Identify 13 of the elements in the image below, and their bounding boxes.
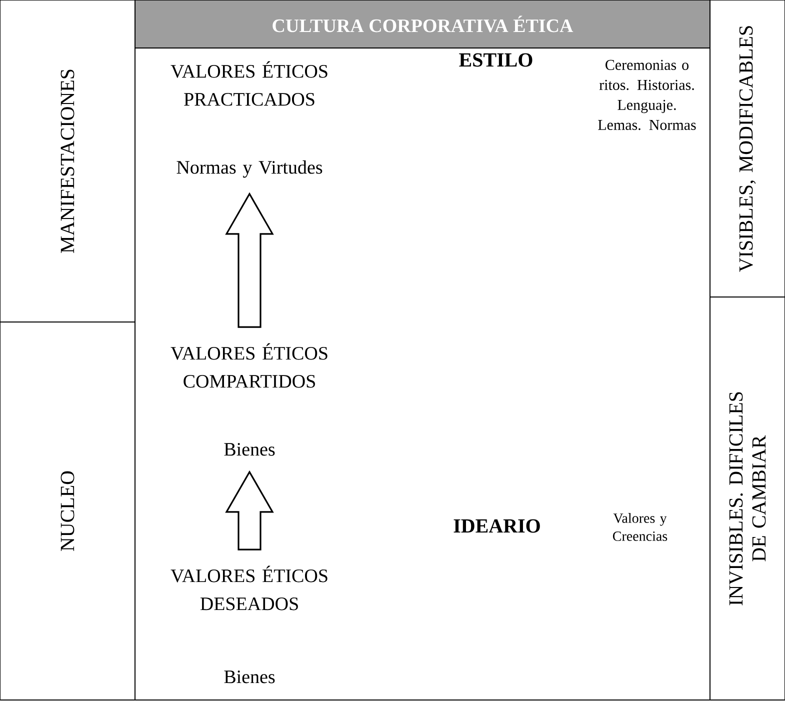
block-arrow — [225, 192, 274, 328]
side-box: INVISIBLES. DIFICILES DE CAMBIAR — [710, 296, 785, 700]
block-arrow — [225, 470, 274, 550]
side-box: NUCLEO — [0, 322, 136, 700]
stage-text: VALORES ÉTICOS PRACTICADOS Normas y Virtudes — [170, 61, 328, 178]
side-box: VISIBLES, MODIFICABLES — [710, 0, 785, 298]
note-text: Valores y Creencias — [612, 513, 668, 541]
stage-text: VALORES ÉTICOS DESEADOS Bienes — [170, 566, 328, 684]
level-heading: IDEARIO — [454, 519, 540, 533]
side-box: MANIFESTACIONES — [0, 0, 136, 322]
note-text: Ceremonias o ritos. Historias. Lenguaje. Lemas. Normas — [598, 60, 696, 130]
stage-text: VALORES ÉTICOS COMPARTIDOS Bienes — [170, 343, 328, 456]
level-heading: ESTILO — [459, 53, 532, 67]
